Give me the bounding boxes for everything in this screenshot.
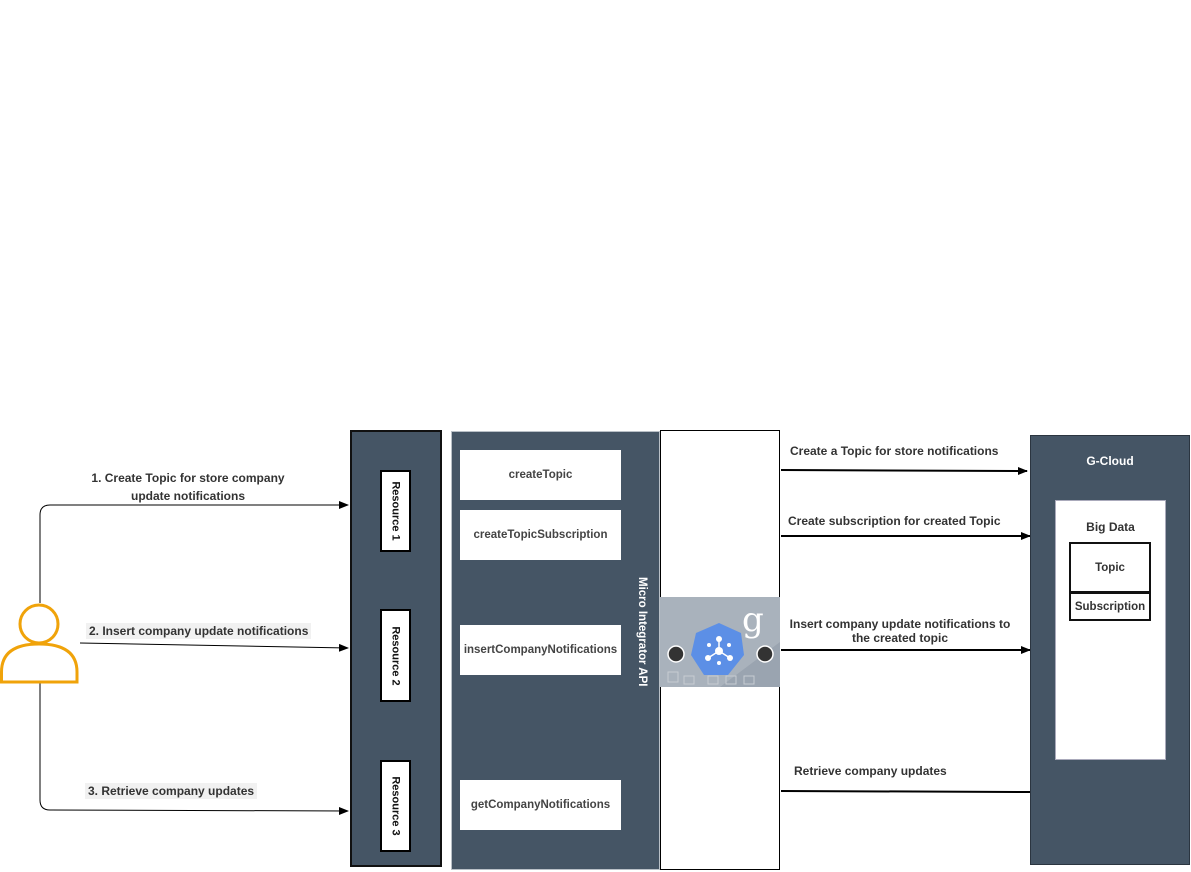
operation-insert-company-notifications: insertCompanyNotifications (460, 625, 621, 675)
operation-create-topic-subscription: createTopicSubscription (460, 510, 621, 560)
google-pubsub-icon: g (660, 597, 780, 687)
arrow-user-to-resource-1 (39, 501, 349, 603)
user-icon (0, 602, 80, 684)
topic-box: Topic (1069, 542, 1151, 593)
line-retrieve (780, 790, 1031, 793)
bigdata-title: Big Data (1086, 520, 1135, 534)
resource-2-label: Resource 2 (389, 625, 402, 686)
label-create-subscription: Create subscription for created Topic (788, 514, 1001, 528)
arrow-user-to-resource-3 (39, 682, 349, 815)
subscription-box: Subscription (1069, 592, 1151, 621)
bigdata-panel (1055, 500, 1166, 760)
resource-3-box: Resource 3 (380, 760, 411, 852)
operation-create-topic: createTopic (460, 450, 621, 500)
step2-label: 2. Insert company update notifications (86, 623, 312, 639)
resource-1-box: Resource 1 (380, 470, 411, 552)
arrow-user-to-resource-2 (79, 642, 349, 652)
svg-text:g: g (742, 600, 764, 640)
micro-integrator-label: Micro Integrator API (636, 577, 648, 687)
resource-3-label: Resource 3 (389, 776, 402, 836)
arrow-create-topic (780, 466, 1028, 475)
operation-get-company-notifications: getCompanyNotifications (460, 780, 621, 830)
step1-label: 1. Create Topic for store company update… (91, 471, 285, 503)
resource-1-label: Resource 1 (389, 481, 402, 541)
label-create-topic: Create a Topic for store notifications (790, 444, 999, 458)
resource-2-box: Resource 2 (380, 609, 411, 702)
label-insert: Insert company update notifications to t… (789, 617, 1011, 645)
gcloud-title: G-Cloud (1086, 454, 1134, 468)
step3-label: 3. Retrieve company updates (85, 783, 258, 799)
label-retrieve: Retrieve company updates (794, 764, 947, 778)
